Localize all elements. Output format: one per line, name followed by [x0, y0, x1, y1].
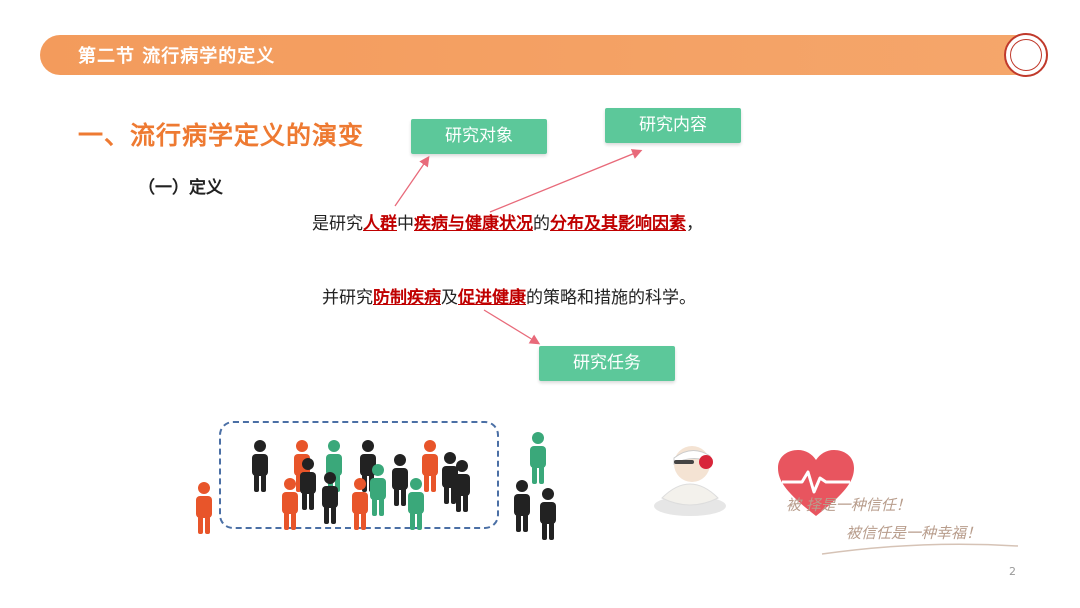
signature-line-2: 被信任是一种幸福！	[846, 524, 982, 542]
arrow-to-object	[394, 155, 430, 207]
tag-research-content: 研究内容	[605, 108, 741, 143]
page-number: 2	[1009, 565, 1016, 578]
section-title: 一、流行病学定义的演变	[78, 121, 365, 150]
text-part: 的策略和措施的科学。	[526, 288, 696, 308]
arrow-to-task	[483, 309, 541, 345]
tag-research-object: 研究对象	[411, 119, 547, 154]
text-part: 是研究	[312, 214, 363, 234]
text-part: ，	[686, 214, 703, 234]
arrow-to-content	[489, 149, 643, 213]
text-part: 及	[441, 288, 458, 308]
sick-person-icon	[654, 446, 726, 516]
logo-inner-ring	[1010, 39, 1042, 71]
subsection-title: （一）定义	[138, 178, 223, 198]
text-part: 中	[397, 214, 414, 234]
signature-flourish	[821, 543, 1019, 555]
highlight-disease-health: 疾病与健康状况	[414, 214, 533, 234]
signature-line-1: 被 择是一种信任！	[786, 496, 911, 514]
tag-research-task: 研究任务	[539, 346, 675, 381]
highlight-distribution: 分布及其影响因素	[550, 214, 686, 234]
highlight-population: 人群	[363, 214, 397, 234]
highlight-prevention: 防制疾病	[373, 288, 441, 308]
text-part: 并研究	[322, 288, 373, 308]
header-title: 第二节 流行病学的定义	[78, 46, 276, 67]
logo-seal-icon	[1004, 33, 1048, 77]
highlight-health-promotion: 促进健康	[458, 288, 526, 308]
definition-line-1: 是研究人群中疾病与健康状况的分布及其影响因素，	[312, 209, 703, 234]
people-crowd-icon	[196, 432, 556, 540]
header-bar	[40, 35, 1048, 75]
text-part: 的	[533, 214, 550, 234]
definition-line-2: 并研究防制疾病及促进健康的策略和措施的科学。	[322, 283, 696, 308]
heart-pulse-icon	[778, 450, 854, 516]
